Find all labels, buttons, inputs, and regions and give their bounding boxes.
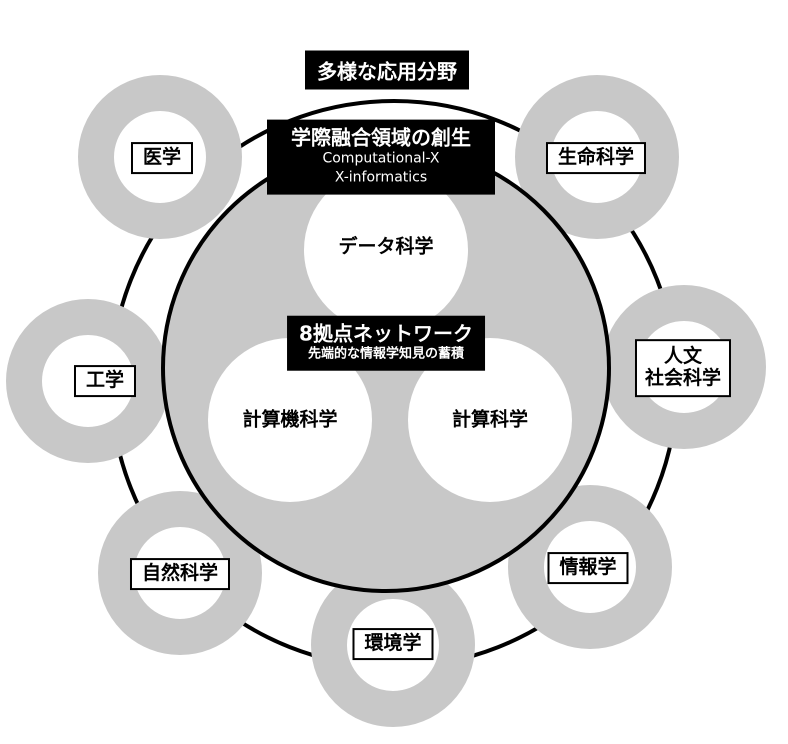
inner-title-main: 学際融合領域の創生 bbox=[291, 125, 471, 150]
network-sub: 先端的な情報学知見の蓄積 bbox=[307, 346, 465, 362]
field-engineering: 工学 bbox=[73, 365, 137, 397]
inner-title-sub1: Computational-X bbox=[322, 150, 440, 167]
field-humanities-line1: 人文 bbox=[663, 345, 703, 368]
network-main: 8拠点ネットワーク bbox=[299, 321, 473, 346]
field-informatics: 情報学 bbox=[547, 552, 629, 584]
field-medicine: 医学 bbox=[130, 142, 194, 174]
field-humanities-line2: 社会科学 bbox=[644, 367, 722, 389]
core-label-data-science: データ科学 bbox=[338, 235, 434, 258]
inner-title-box: 学際融合領域の創生 Computational-X X-informatics bbox=[267, 119, 495, 195]
field-humanities: 人文 社会科学 bbox=[634, 339, 732, 397]
outer-label-text: 多様な応用分野 bbox=[317, 59, 457, 84]
network-box: 8拠点ネットワーク 先端的な情報学知見の蓄積 bbox=[287, 315, 485, 371]
field-natural-science: 自然科学 bbox=[129, 558, 231, 590]
core-circle-computational-science bbox=[408, 338, 572, 502]
field-environment: 環境学 bbox=[352, 628, 434, 660]
core-label-computer-science: 計算機科学 bbox=[242, 408, 338, 431]
core-label-computational-science: 計算科学 bbox=[451, 408, 529, 431]
core-circle-computer-science bbox=[208, 338, 372, 502]
core-circle-data-science bbox=[304, 168, 468, 332]
field-life-science: 生命科学 bbox=[545, 142, 647, 174]
outer-label: 多様な応用分野 bbox=[305, 50, 469, 90]
inner-title-sub2: X-informatics bbox=[334, 169, 428, 186]
